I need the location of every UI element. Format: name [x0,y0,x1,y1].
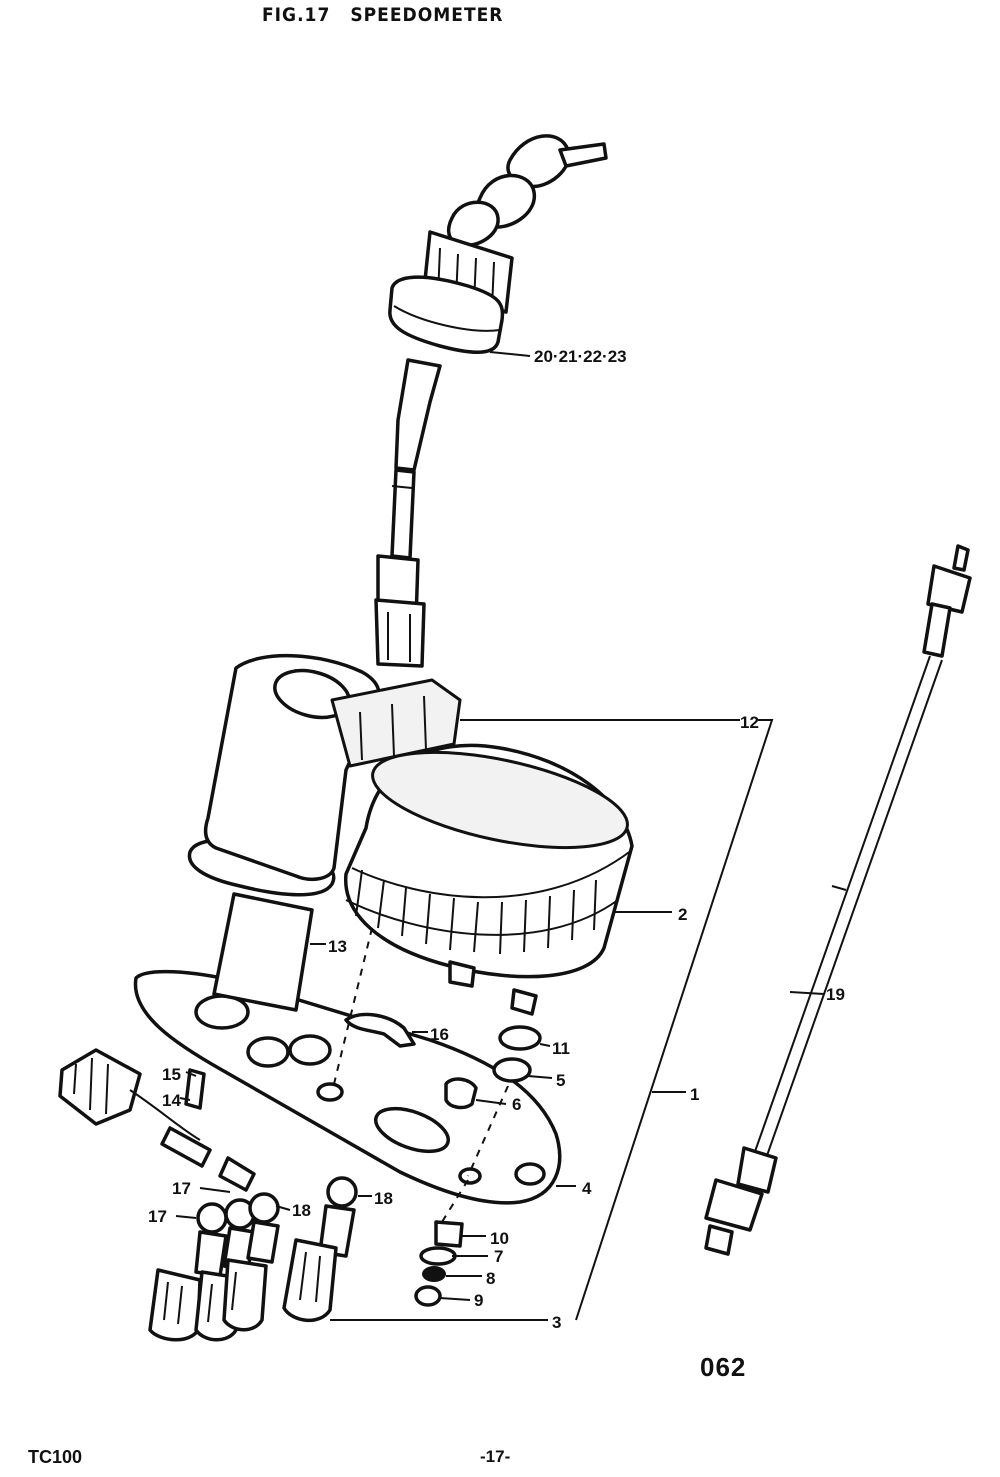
callout-10: 10 [490,1229,509,1248]
speedometer-cable [704,544,972,1256]
callout-15: 15 [162,1065,181,1084]
model-name: TC100 [28,1447,83,1467]
callout-17-lower: 17 [148,1207,167,1226]
callout-9: 9 [474,1291,483,1310]
ignition-switch [374,134,608,668]
callout-18-right: 18 [374,1189,393,1208]
callout-11: 11 [552,1039,570,1058]
callout-18-left: 18 [292,1201,311,1220]
callout-1: 1 [690,1085,699,1104]
callout-8: 8 [486,1269,495,1288]
callout-16: 16 [430,1025,449,1044]
callout-2: 2 [678,905,687,924]
bulbs-and-sockets [148,1176,358,1342]
callout-labels: 20·21·22·23 12 2 13 19 16 11 5 6 1 4 10 … [148,347,845,1332]
callout-20-23: 20·21·22·23 [534,347,627,366]
callout-12: 12 [740,713,759,732]
figure-name: SPEEDOMETER [350,4,504,26]
callout-14: 14 [162,1091,181,1110]
hardware-stack [414,1025,542,1307]
callout-6: 6 [512,1095,521,1114]
wire-harness [58,1048,256,1192]
callout-3: 3 [552,1313,561,1332]
diagram-code: 062 [700,1352,747,1382]
callout-7: 7 [494,1247,503,1266]
page-number: -17- [480,1447,511,1466]
figure-title: FIG.17 SPEEDOMETER [262,4,503,26]
callout-17-upper: 17 [172,1179,191,1198]
figure-number: FIG.17 [262,4,331,26]
tachometer-housing [187,654,462,1012]
leader-lines [175,351,825,1321]
callout-5: 5 [556,1071,565,1090]
callout-13: 13 [328,937,347,956]
callout-19: 19 [826,985,845,1004]
speedometer-head [344,743,634,1016]
alignment-lines [333,927,509,1223]
callout-4: 4 [582,1179,592,1198]
